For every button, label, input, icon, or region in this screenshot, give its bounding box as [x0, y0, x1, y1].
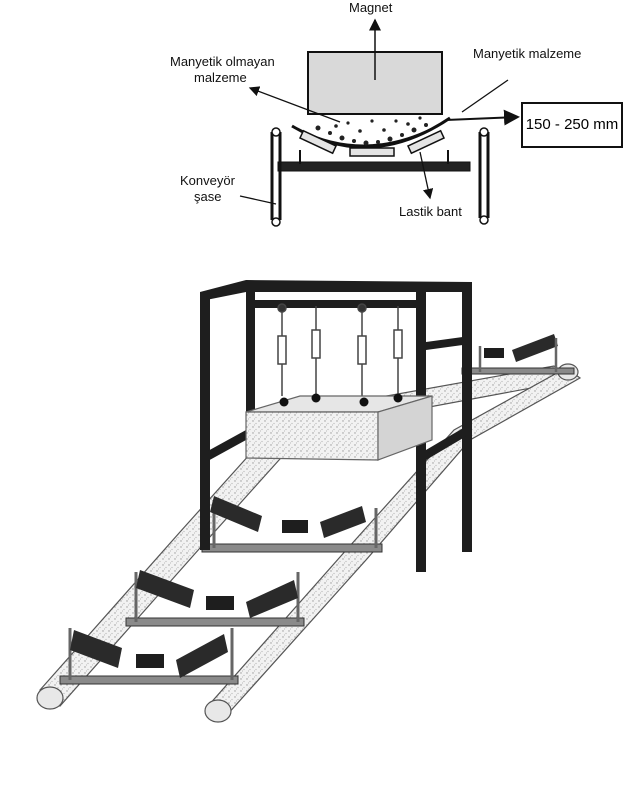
belt-label: Lastik bant: [399, 204, 462, 219]
idler-set-rear: [201, 496, 383, 553]
chassis-label-line1: Konveyör: [180, 173, 235, 188]
belt-leader: [419, 151, 434, 200]
conveyor-isometric: [36, 280, 582, 723]
nonmagnetic-leader: [248, 86, 341, 123]
suspended-magnet: [245, 393, 433, 461]
idler-set-far: [461, 334, 575, 375]
magnet-label: Magnet: [349, 0, 393, 15]
magnetic-leader: [461, 79, 509, 113]
top-diagram: [239, 18, 520, 227]
distance-arrow: [445, 109, 520, 126]
magnetic-label: Manyetik malzeme: [473, 46, 582, 61]
idler-set-middle: [125, 570, 305, 627]
distance-label: 150 - 250 mm: [525, 116, 619, 133]
chassis-label-line2: şase: [194, 189, 222, 204]
nonmagnetic-label-line1: Manyetik olmayan: [170, 54, 275, 69]
suspension-rods: [277, 303, 403, 396]
chassis-leader: [239, 195, 277, 205]
nonmagnetic-label-line2: malzeme: [194, 70, 247, 85]
material-particles: [315, 116, 428, 146]
idler-set-front: [59, 628, 239, 685]
conveyor-chassis: [270, 127, 490, 227]
distance-box: 150 - 250 mm: [521, 102, 623, 148]
idler-rollers-top: [298, 129, 446, 157]
